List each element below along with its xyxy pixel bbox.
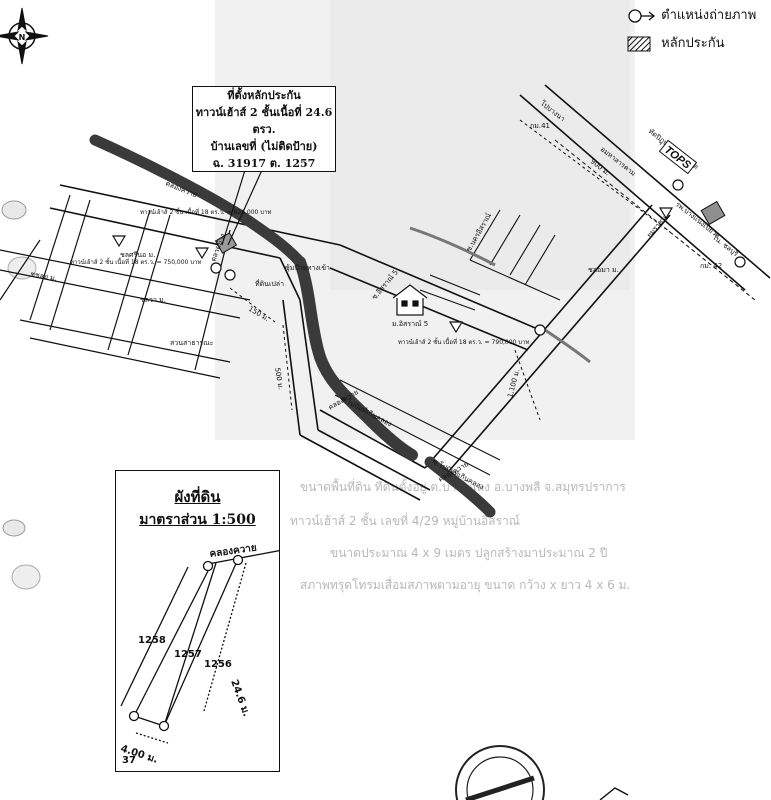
bg-text-line2: ทาวน์เฮ้าส์ 2 ชั้น เลขที่ 4/29 หมู่บ้านอ…: [290, 514, 520, 528]
distance-markers: [229, 119, 671, 421]
photocopy-shade-dark: [330, 0, 630, 290]
callout-line2: ทาวน์เฮ้าส์ 2 ชั้นเนื้อที่ 24.6 ตรว.: [195, 106, 333, 136]
km41-label: กม.41: [530, 122, 550, 130]
km42-label: กม. 42: [700, 262, 722, 270]
legend-camera: ตำแหน่งถ่ายภาพ: [627, 4, 756, 25]
sale-label-3: ทาวน์เฮ้าส์ 2 ชั้น เนื้อที่ 18 ตร.ว. = 7…: [398, 336, 529, 346]
village-house-icon: [392, 284, 428, 316]
collateral-callout: ที่ตั้งหลักประกัน ทาวน์เฮ้าส์ 2 ชั้นเนื้…: [192, 86, 336, 172]
plot-width-num: 37: [122, 755, 136, 766]
collateral-hatch-icon: [627, 36, 651, 51]
canal-klong-khwai: [89, 134, 496, 518]
lot-1256: 1256: [204, 659, 232, 670]
canal-small: [409, 226, 591, 364]
sign-label: ซุ้มป้ายทางเข้า: [285, 264, 330, 272]
plot-depth: 24.6 ม.: [228, 678, 252, 718]
village-label: ม.อิสราณ์ 5: [392, 320, 428, 328]
plot-plan: ผังที่ดิน มาตราส่วน 1:500 คลองควาย 1258 …: [115, 470, 280, 772]
north-label: N: [19, 33, 26, 42]
plot-scale: มาตราส่วน 1:500: [139, 512, 256, 528]
left-street-grid: [0, 194, 251, 379]
official-stamp: [455, 745, 545, 800]
empty-land-label: ที่ดินเปล่า: [255, 279, 284, 288]
legend-collateral: หลักประกัน: [627, 32, 725, 53]
sale-label-1: ทาวน์เฮ้าส์ 2 ชั้น เนื้อที่ 18 ตร.ว. = 7…: [70, 256, 201, 266]
legend-collateral-label: หลักประกัน: [661, 36, 725, 51]
highway: [519, 84, 771, 301]
bg-text-line3: ขนาดประมาณ 4 x 9 เมตร ปลูกสร้างมาประมาณ …: [330, 546, 608, 560]
callout-line1: ที่ตั้งหลักประกัน: [227, 89, 301, 102]
lot-1257: 1257: [174, 649, 202, 660]
road-label-7: ชลศรีนอ ม.: [120, 251, 155, 259]
corner-arrow: [599, 787, 629, 800]
dist-500-label: 500 ม.: [273, 367, 285, 390]
plot-title: ผังที่ดิน: [174, 488, 221, 506]
callout-pointer: [221, 169, 263, 246]
legend-camera-label: ตำแหน่งถ่ายภาพ: [661, 8, 757, 23]
sale-label-2: ทาวน์เฮ้าส์ 2 ชั้น เนื้อที่ 18 ตร.ว. = 8…: [140, 206, 271, 216]
plot-canal-label: คลองควาย: [209, 542, 258, 560]
road-label-1: ชชลอ ม.: [30, 270, 58, 283]
binder-holes: [1, 200, 41, 590]
road-label-4: ชลอมา ม.: [588, 266, 619, 274]
callout-line3: บ้านเลขที่ (ไม่ติดป้าย): [210, 140, 318, 153]
road-label-5: สวนสาธารณะ: [170, 339, 214, 347]
north-arrow-icon: [0, 7, 49, 65]
road-label-3: ชลวา ม.: [140, 296, 166, 304]
lot-1258: 1258: [138, 635, 166, 646]
bg-text-line4: สภาพทรุดโทรมเสื่อมสภาพตามอายุ ขนาด กว้าง…: [300, 578, 631, 592]
callout-line4: ฉ. 31917 ต. 1257: [212, 157, 316, 170]
soi-label-a: ยมราชน: [645, 214, 668, 239]
camera-positions: [111, 179, 746, 336]
camera-arrow-icon: [628, 8, 656, 23]
road-label-chonburi: โน. ชลบุรี: [711, 232, 741, 258]
plot-drawing: คลองควาย 1258 1257 1256 24.6 ม. 4.00 ม. …: [119, 542, 279, 766]
